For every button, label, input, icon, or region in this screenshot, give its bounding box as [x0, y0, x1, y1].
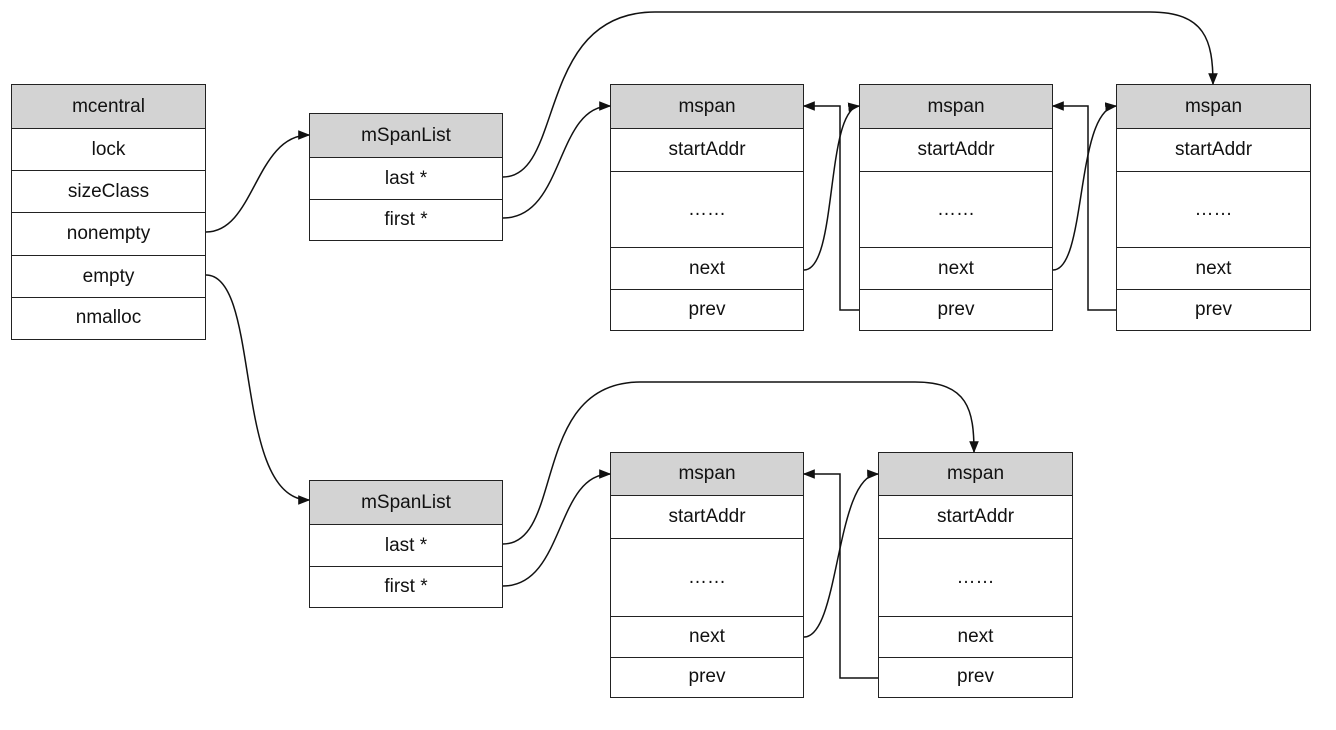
spanlist-last-field: last *: [310, 524, 502, 566]
mcentral-field-sizeclass: sizeClass: [12, 170, 205, 212]
mspan-field-startaddr: startAddr: [879, 495, 1072, 538]
mspan-struct: mspan startAddr …… next prev: [859, 84, 1053, 331]
mspan-field-startaddr: startAddr: [860, 128, 1052, 171]
mcentral-field-nonempty: nonempty: [12, 212, 205, 255]
mspan-field-next: next: [860, 247, 1052, 289]
next-pointer-arrow: [803, 102, 861, 271]
mspan-field-next: next: [879, 616, 1072, 657]
mspan-field-next: next: [611, 616, 803, 657]
spanlist-title: mSpanList: [310, 481, 502, 524]
empty-spanlist: mSpanList last * first *: [309, 480, 503, 608]
mspan-struct: mspan startAddr …… next prev: [878, 452, 1073, 698]
mspan-field-next: next: [1117, 247, 1310, 289]
mspan-field-ellipsis: ……: [860, 171, 1052, 247]
next-pointer-arrow: [803, 469, 880, 638]
mspan-struct: mspan startAddr …… next prev: [1116, 84, 1311, 331]
mspan-title: mspan: [879, 453, 1072, 495]
mspan-field-prev: prev: [1117, 289, 1310, 329]
next-pointer-arrow: [1052, 102, 1118, 271]
mcentral-field-lock: lock: [12, 128, 205, 170]
mcentral-title: mcentral: [12, 85, 205, 128]
mspan-field-prev: prev: [860, 289, 1052, 329]
prev-pointer-arrow: [802, 469, 878, 679]
mspan-field-next: next: [611, 247, 803, 289]
mspan-field-startaddr: startAddr: [611, 128, 803, 171]
mspan-struct: mspan startAddr …… next prev: [610, 452, 804, 698]
prev-pointer-arrow: [1051, 101, 1116, 311]
mspan-field-ellipsis: ……: [611, 171, 803, 247]
nonempty-spanlist: mSpanList last * first *: [309, 113, 503, 241]
mspan-field-prev: prev: [611, 289, 803, 329]
spanlist-first-field: first *: [310, 199, 502, 239]
spanlist-last-field: last *: [310, 157, 502, 199]
mcentral-struct: mcentral lock sizeClass nonempty empty n…: [11, 84, 206, 340]
mspan-title: mspan: [611, 453, 803, 495]
spanlist-first-field: first *: [310, 566, 502, 606]
mspan-struct: mspan startAddr …… next prev: [610, 84, 804, 331]
mspan-field-startaddr: startAddr: [1117, 128, 1310, 171]
first-pointer-arrow: [502, 469, 612, 587]
mspan-field-prev: prev: [879, 657, 1072, 696]
mcentral-field-nmalloc: nmalloc: [12, 297, 205, 338]
nonempty-arrow: [205, 130, 311, 233]
first-pointer-arrow: [502, 101, 612, 219]
mcentral-field-empty: empty: [12, 255, 205, 297]
mspan-title: mspan: [611, 85, 803, 128]
prev-pointer-arrow: [802, 101, 859, 311]
spanlist-title: mSpanList: [310, 114, 502, 157]
mspan-field-startaddr: startAddr: [611, 495, 803, 538]
mspan-title: mspan: [860, 85, 1052, 128]
mspan-field-ellipsis: ……: [611, 538, 803, 616]
mspan-field-ellipsis: ……: [879, 538, 1072, 616]
mspan-field-ellipsis: ……: [1117, 171, 1310, 247]
empty-arrow: [205, 274, 311, 505]
mspan-field-prev: prev: [611, 657, 803, 696]
mspan-title: mspan: [1117, 85, 1310, 128]
